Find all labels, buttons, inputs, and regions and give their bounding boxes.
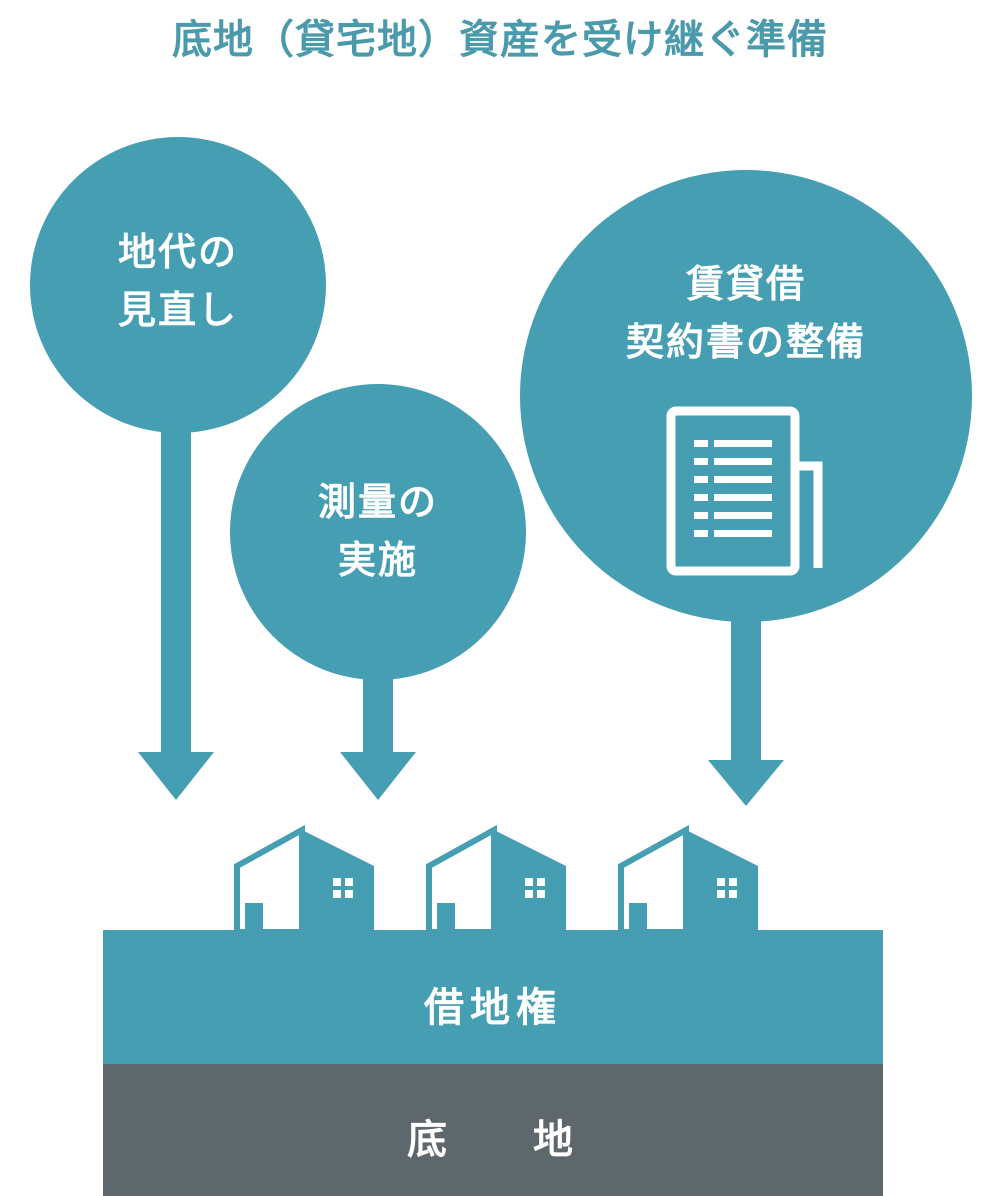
bubble-line: 契約書の整備 [625,320,866,364]
bubble-line: 見直し [117,288,238,332]
arrow-3 [708,600,784,806]
bubble-line: 賃貸借 [685,262,806,306]
document-icon [666,406,823,576]
bubble-line: 実施 [337,538,418,582]
bubble-line: 測量の [317,480,438,524]
bubble-line: 地代の [117,230,238,274]
bubble-rent-review [30,137,326,433]
arrow-1 [138,420,214,800]
bubble-contract [520,170,972,622]
leasehold-bar [103,930,883,1064]
land-bar [103,1064,883,1196]
bubble-survey [230,384,526,680]
arrow-2 [340,670,416,800]
bubble-label-rent-review: 地代の 見直し [58,223,298,339]
house-3 [618,824,758,935]
page-title: 底地（貸宅地）資産を受け継ぐ準備 [172,17,828,63]
house-1 [234,824,374,935]
leasehold-label: 借地権 [424,985,562,1031]
house-2 [426,824,566,935]
bubble-label-contract: 賃貸借 契約書の整備 [586,255,906,371]
bubble-label-survey: 測量の 実施 [258,473,498,589]
land-label: 底 地 [407,1117,579,1163]
